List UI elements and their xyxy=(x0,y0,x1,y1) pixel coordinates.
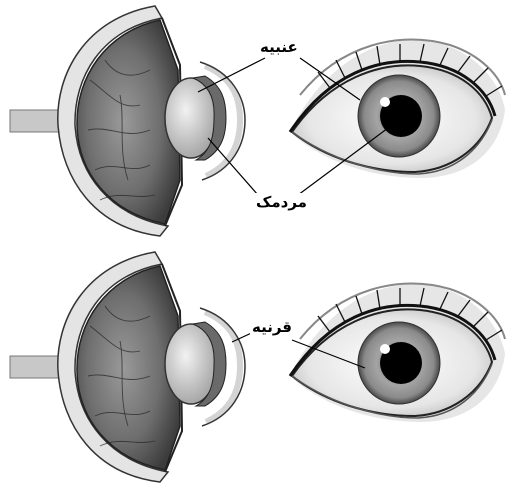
iris-label: عنبیه xyxy=(258,38,300,56)
cross-section-eye-bottom xyxy=(10,252,245,482)
cornea-label: قرنیه xyxy=(250,318,294,336)
pupil-label: مردمک xyxy=(254,193,309,211)
front-eye-bottom xyxy=(290,283,505,422)
front-eye-top xyxy=(290,39,505,178)
cross-section-eye-top xyxy=(10,6,245,236)
